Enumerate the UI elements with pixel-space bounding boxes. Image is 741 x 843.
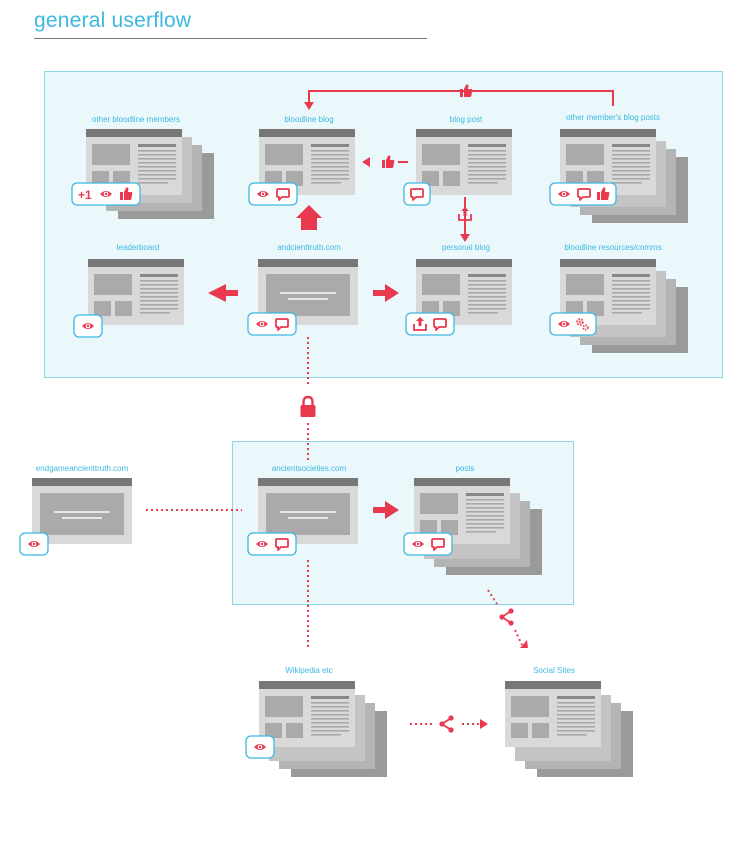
label-endgame: endgameancienttruth.com bbox=[35, 464, 129, 473]
arrowhead-personal-blog bbox=[460, 234, 470, 242]
badge-wikipedia bbox=[245, 735, 275, 759]
share-network-icon bbox=[498, 607, 515, 627]
badge-ancienttruth bbox=[247, 312, 297, 336]
label-resources: bloodline resources/comms bbox=[564, 243, 662, 252]
page-wikipedia bbox=[259, 681, 355, 747]
label-blog-post: blog post bbox=[449, 115, 483, 124]
label-posts: posts bbox=[455, 464, 475, 473]
badge-endgame bbox=[19, 532, 49, 556]
arrow-societies-right bbox=[373, 501, 399, 519]
thumbs-up-icon bbox=[460, 84, 473, 97]
badge-resources bbox=[549, 312, 597, 336]
label-bloodline-blog: bloodline blog bbox=[284, 115, 334, 124]
badge-other-member-posts bbox=[549, 182, 617, 206]
arrow-home-left bbox=[208, 284, 238, 302]
label-wikipedia: Wikipedia etc bbox=[285, 666, 333, 675]
arrow-home-up bbox=[296, 205, 322, 230]
badge-other-members: +1 bbox=[71, 182, 141, 206]
label-other-member-posts: other member's blog posts bbox=[565, 113, 660, 122]
label-social: Social Sites bbox=[533, 666, 575, 675]
badge-ancientsocieties bbox=[247, 532, 297, 556]
page-blog-post bbox=[416, 129, 512, 195]
badge-blog-post bbox=[403, 182, 431, 206]
page-leaderboard bbox=[88, 259, 184, 325]
connector-posts-to-share bbox=[487, 589, 498, 605]
connector-share-to-social bbox=[514, 629, 523, 646]
arrowhead-social-2 bbox=[480, 719, 488, 729]
page-social bbox=[505, 681, 601, 747]
arrowhead-thumb-to-bloodline bbox=[362, 157, 370, 167]
label-leaderboard: leaderboard bbox=[116, 243, 160, 252]
plus-one-icon: +1 bbox=[78, 188, 92, 202]
diagram-title: general userflow bbox=[34, 9, 192, 32]
badge-leaderboard bbox=[73, 314, 103, 338]
label-other-members: other bloodline members bbox=[91, 115, 181, 124]
badge-bloodline-blog bbox=[248, 182, 298, 206]
lock-icon bbox=[299, 395, 317, 419]
arrow-home-right bbox=[373, 284, 399, 302]
thumbs-up-icon bbox=[382, 155, 395, 168]
label-ancientsocieties: ancientsocieties.com bbox=[271, 464, 347, 473]
share-network-icon bbox=[438, 714, 455, 734]
badge-posts bbox=[403, 532, 453, 556]
label-ancienttruth: andcienttruth.com bbox=[277, 243, 341, 252]
label-personal-blog: personal blog bbox=[441, 243, 491, 252]
arrowhead-social bbox=[520, 640, 528, 648]
title-underline bbox=[34, 38, 427, 39]
badge-personal-blog bbox=[405, 312, 455, 336]
arrowhead-bloodline-blog bbox=[304, 102, 314, 110]
